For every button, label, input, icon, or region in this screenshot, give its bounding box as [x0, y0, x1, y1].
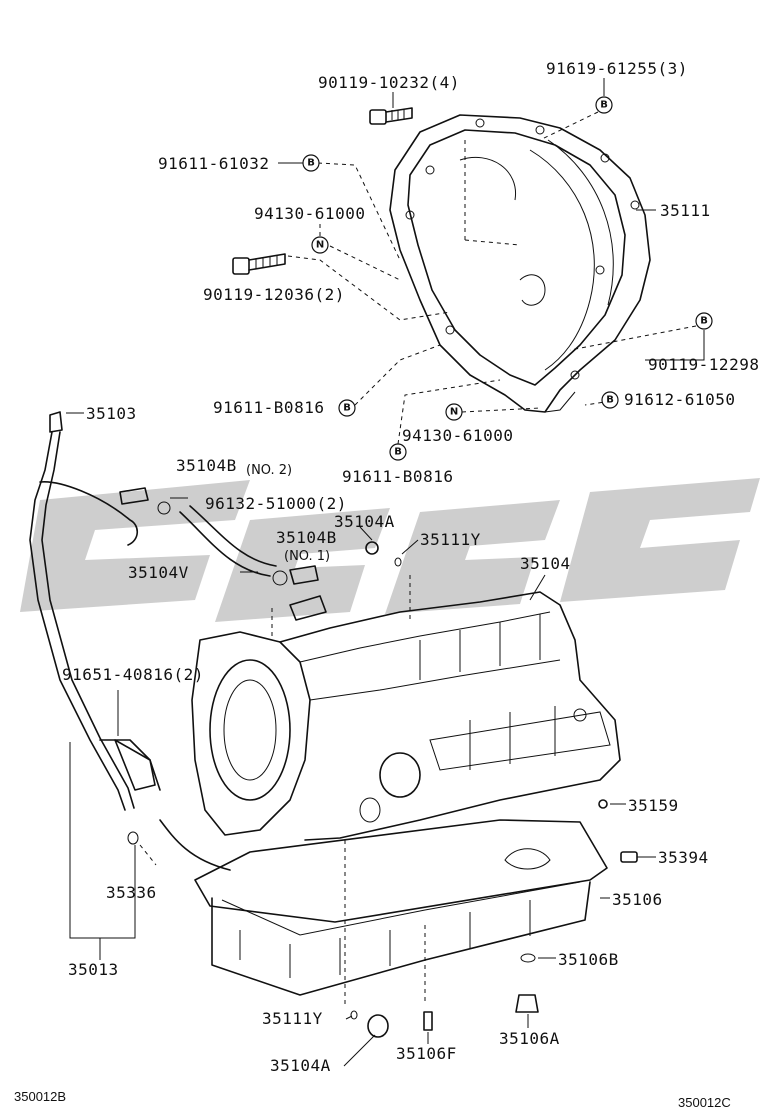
svg-text:B: B	[700, 316, 708, 327]
label-35104v: 35104V	[128, 563, 189, 582]
label-94130-61000-top: 94130-61000	[254, 204, 365, 223]
label-35336: 35336	[106, 883, 157, 902]
svg-text:B: B	[394, 447, 402, 458]
callout-b-91619: B	[595, 96, 613, 114]
oil-pan-35106	[194, 819, 608, 996]
label-35104a-top: 35104A	[334, 512, 395, 531]
callout-b-91611-61032: B	[302, 154, 320, 172]
label-90119-12036: 90119-12036(2)	[203, 285, 345, 304]
breather-hose-35104V	[119, 487, 327, 621]
label-91611-b0816-left: 91611-B0816	[213, 398, 324, 417]
bolt-90119-10232	[369, 107, 413, 125]
label-94130-61000-bot: 94130-61000	[402, 426, 513, 445]
callout-n-94130-bot: N	[445, 403, 463, 421]
label-35111: 35111	[660, 201, 711, 220]
svg-text:N: N	[450, 407, 458, 418]
label-90119-10232: 90119-10232(4)	[318, 73, 460, 92]
label-91651-40816: 91651-40816(2)	[62, 665, 204, 684]
label-35106: 35106	[612, 890, 663, 909]
leader-lines	[66, 78, 705, 1067]
label-35111y-top: 35111Y	[420, 530, 481, 549]
svg-text:B: B	[343, 403, 351, 414]
callout-b-91612-61050: B	[601, 391, 619, 409]
watermark-logo	[20, 478, 760, 622]
label-35106f: 35106F	[396, 1044, 457, 1063]
oil-filler-tube-35103	[29, 411, 231, 871]
svg-text:N: N	[316, 240, 324, 251]
callout-n-94130-top: N	[311, 236, 329, 254]
small-parts	[114, 541, 638, 1038]
label-no1: (NO. 1)	[284, 549, 330, 564]
svg-text:B: B	[600, 100, 608, 111]
label-35111y-bot: 35111Y	[262, 1009, 323, 1028]
transmission-case-35104	[191, 591, 621, 841]
label-no2: (NO. 2)	[246, 463, 292, 478]
callout-b-90119-12298: B	[695, 312, 713, 330]
svg-text:B: B	[307, 158, 315, 169]
footer-code-right: 350012C	[678, 1095, 731, 1110]
label-91619-61255: 91619-61255(3)	[546, 59, 688, 78]
label-35104a-bot: 35104A	[270, 1056, 331, 1075]
callout-b-91611-b0816-left: B	[338, 399, 356, 417]
label-35104: 35104	[520, 554, 571, 573]
bolt-90119-12036	[232, 253, 286, 275]
label-91611-b0816-mid: 91611-B0816	[342, 467, 453, 486]
label-91611-61032: 91611-61032	[158, 154, 269, 173]
label-90119-12298: 90119-12298	[648, 355, 759, 374]
label-35013: 35013	[68, 960, 119, 979]
label-35104b-no1: 35104B	[276, 528, 337, 547]
callout-circles: B B N B B B N B	[302, 96, 713, 461]
footer-code-left: 350012B	[14, 1089, 66, 1104]
label-35103: 35103	[86, 404, 137, 423]
label-96132-51000: 96132-51000(2)	[205, 494, 347, 513]
label-35106a: 35106A	[499, 1029, 560, 1048]
label-91612-61050: 91612-61050	[624, 390, 735, 409]
converter-housing-35111	[389, 114, 651, 413]
label-35106b: 35106B	[558, 950, 619, 969]
label-35159: 35159	[628, 796, 679, 815]
label-35394: 35394	[658, 848, 709, 867]
label-35104b-no2: 35104B	[176, 456, 237, 475]
part-labels: 90119-10232(4) 91619-61255(3) 91611-6103…	[62, 59, 759, 1075]
callout-b-91611-b0816-mid: B	[389, 443, 407, 461]
svg-text:B: B	[606, 395, 614, 406]
